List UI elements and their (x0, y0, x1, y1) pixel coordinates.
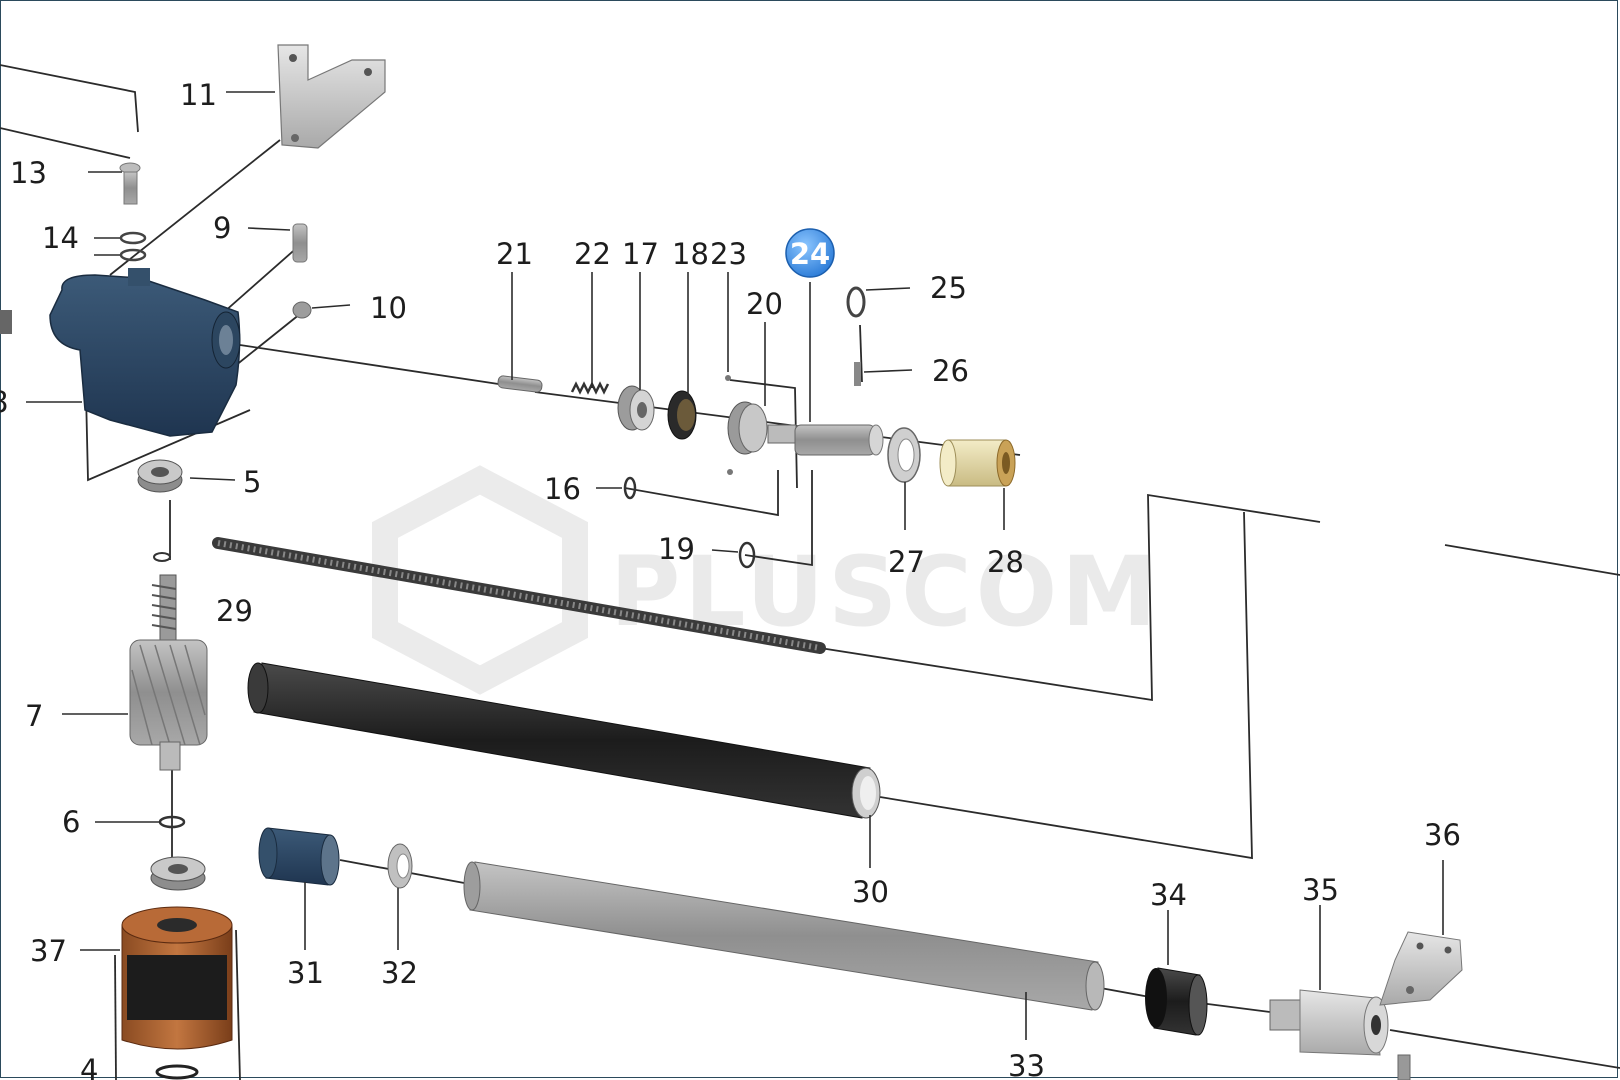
part-10-plug (292, 301, 312, 319)
part-36-bracket (1379, 931, 1463, 1080)
part-23-pin-lower (727, 469, 733, 475)
part-number-22: 22 (574, 237, 611, 271)
part-number-13: 13 (10, 156, 47, 190)
part-30-outer-tube (247, 662, 881, 819)
part-number-35: 35 (1302, 873, 1339, 907)
part-number-37: 37 (30, 934, 67, 968)
part-number-21: 21 (496, 237, 533, 271)
part-9-pin (292, 223, 308, 263)
part-34-end-cap (1145, 967, 1208, 1036)
part-19-clip (738, 541, 756, 569)
part-5-bearing (137, 459, 183, 493)
part-number-31: 31 (287, 956, 324, 990)
part-37-stator (121, 906, 233, 1080)
part-number-33: 33 (1008, 1049, 1045, 1080)
part-number-9: 9 (213, 211, 231, 245)
part-11-bracket (277, 44, 386, 149)
part-number-8: 8 (0, 385, 8, 419)
part-number-23: 23 (710, 237, 747, 271)
part-number-25: 25 (930, 271, 967, 305)
part-28-nut (939, 439, 1016, 487)
part-22-spring (570, 381, 610, 395)
watermark: PLUSCOM (372, 465, 1157, 695)
part-number-34: 34 (1150, 878, 1187, 912)
assembly-lines (0, 64, 1620, 1080)
small-ring (153, 552, 171, 562)
part-24-output-shaft (794, 424, 884, 456)
part-number-18: 18 (672, 237, 709, 271)
part-25-ring (846, 286, 866, 318)
part-21-pin (497, 375, 543, 393)
part-number-19: 19 (658, 532, 695, 566)
label-leaders (26, 91, 1444, 1040)
part-16-clip (623, 476, 637, 500)
part-24-highlight-badge[interactable]: 24 (785, 228, 835, 278)
part-13-screw (119, 162, 141, 205)
part-number-36: 36 (1424, 818, 1461, 852)
part-number-30: 30 (852, 875, 889, 909)
part-20-carrier (727, 401, 797, 455)
part-26-key (854, 362, 861, 386)
part-8-gear-housing (0, 268, 241, 437)
part-number-7: 7 (25, 699, 43, 733)
part-number-5: 5 (243, 465, 261, 499)
part-number-24: 24 (790, 237, 830, 271)
part-31-sleeve (258, 827, 340, 886)
part-number-29: 29 (216, 594, 253, 628)
part-18-gear (667, 390, 697, 440)
part-number-11: 11 (180, 78, 217, 112)
part-17-bearing (617, 385, 655, 431)
part-7-rotor (129, 574, 208, 771)
part-33-inner-tube (463, 861, 1105, 1011)
part-number-labels: 11 13 14 9 10 8 5 29 7 6 37 4 21 22 17 1… (0, 78, 1461, 1080)
part-27-washer (887, 427, 921, 483)
part-number-16: 16 (544, 472, 581, 506)
part-number-20: 20 (746, 287, 783, 321)
part-number-4: 4 (80, 1053, 98, 1080)
part-35-rod-end (1269, 989, 1389, 1056)
part-number-32: 32 (381, 956, 418, 990)
part-29-lead-screw (212, 537, 826, 654)
part-number-17: 17 (622, 237, 659, 271)
part-14-washers (119, 231, 147, 262)
part-32-ring (387, 843, 413, 889)
part-number-10: 10 (370, 291, 407, 325)
lower-bearing (150, 856, 206, 891)
part-number-26: 26 (932, 354, 969, 388)
part-23-pin (725, 375, 731, 381)
part-number-6: 6 (62, 805, 80, 839)
part-number-27: 27 (888, 545, 925, 579)
part-number-28: 28 (987, 545, 1024, 579)
part-number-14: 14 (42, 221, 79, 255)
